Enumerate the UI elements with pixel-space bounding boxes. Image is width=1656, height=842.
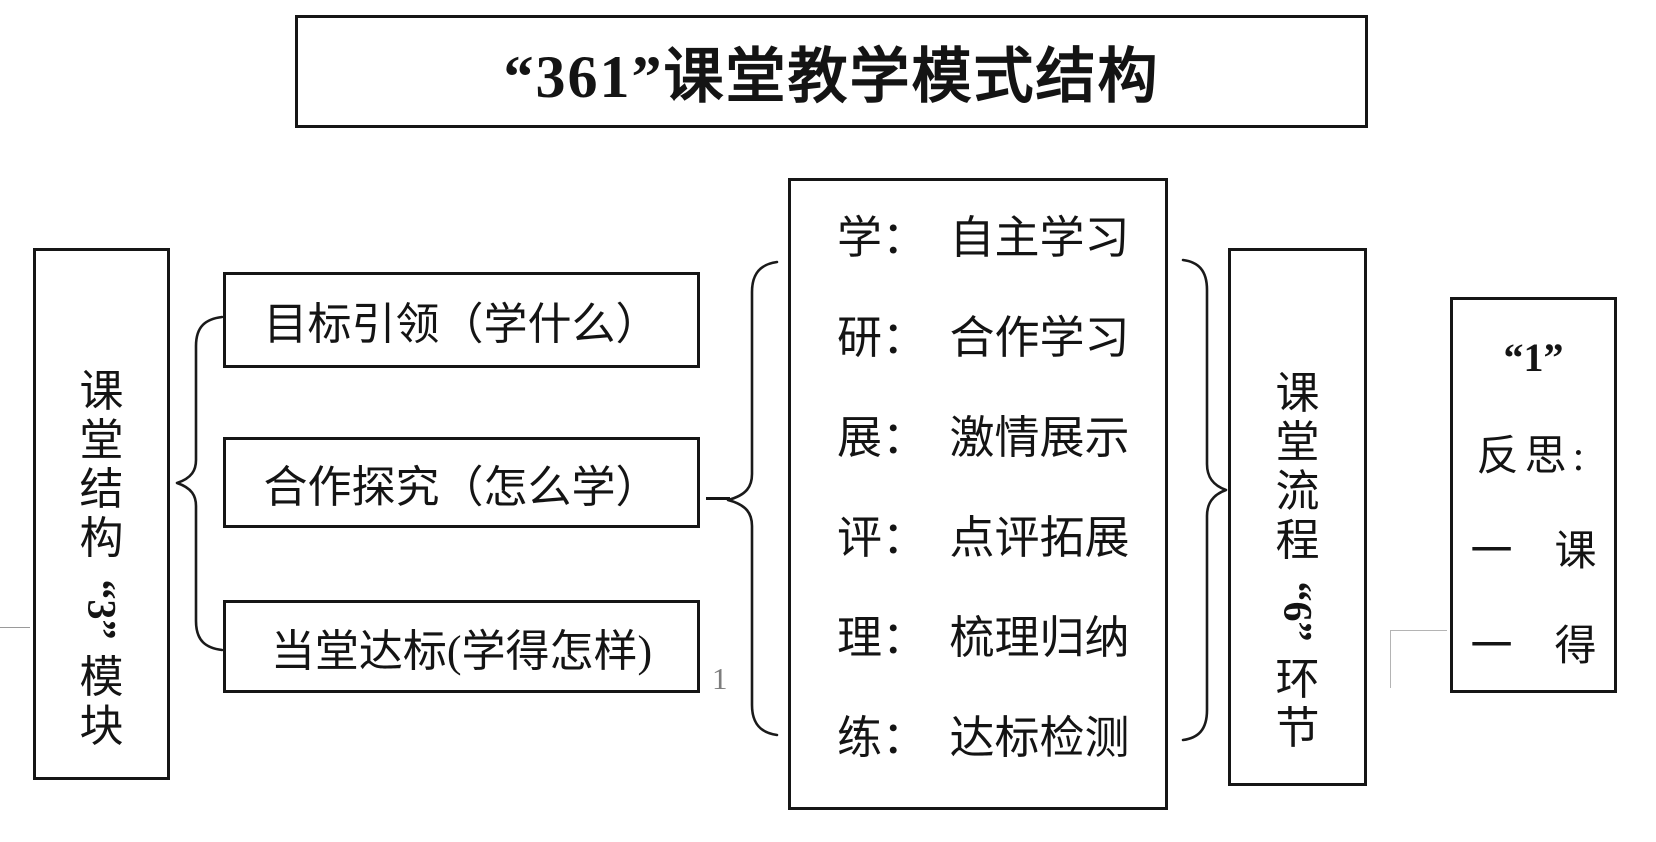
- left-box-char: 块: [79, 702, 124, 751]
- left-brace: [175, 315, 224, 652]
- right-box-char: 节: [1275, 704, 1320, 753]
- reflection-box: “1” 反思: 一 课 一 得: [1450, 297, 1617, 693]
- process-item: 展： 激情展示: [837, 412, 1130, 463]
- left-box-char: 构: [79, 514, 124, 563]
- anchor-corner-mark: [1390, 630, 1447, 631]
- left-box-char: 课: [79, 367, 124, 416]
- module-box-label: 当堂达标(学得怎样): [270, 626, 653, 676]
- left-box-char: 模: [79, 653, 124, 702]
- module-box-assess: 当堂达标(学得怎样): [223, 600, 700, 693]
- right-box-char: 环: [1275, 655, 1320, 704]
- page-title: “361”课堂教学模式结构: [503, 44, 1160, 110]
- center-left-brace: [726, 260, 779, 737]
- reflection-line: 一 得: [1470, 624, 1597, 670]
- classroom-flow-box: 课 堂 流 程 “6” 环 节: [1228, 248, 1367, 786]
- process-box: 学： 自主学习 研： 合作学习 展： 激情展示 评： 点评拓展 理： 梳理归纳 …: [788, 178, 1168, 810]
- module-box-cooperate: 合作探究（怎么学）: [223, 437, 700, 528]
- module-box-label: 目标引领（学什么）: [263, 300, 660, 349]
- reflection-line: 反思:: [1476, 434, 1591, 480]
- left-box-char: 结: [79, 465, 124, 514]
- process-item: 练： 达标检测: [837, 712, 1130, 763]
- right-box-char: 课: [1275, 369, 1320, 418]
- left-box-number: “3”: [79, 579, 124, 639]
- right-box-char: 流: [1275, 467, 1320, 516]
- classroom-structure-box: 课 堂 结 构 “3” 模 块: [33, 248, 170, 780]
- reflection-line: “1”: [1503, 335, 1564, 380]
- page-number: 1: [712, 661, 728, 696]
- process-item: 评： 点评拓展: [837, 512, 1130, 563]
- process-item: 研： 合作学习: [837, 312, 1130, 363]
- connector-line: [706, 497, 730, 500]
- title-box: “361”课堂教学模式结构: [295, 15, 1368, 128]
- module-box-label: 合作探究（怎么学）: [263, 462, 660, 512]
- module-box-goal: 目标引领（学什么）: [223, 272, 700, 368]
- left-margin-mark: [0, 627, 30, 628]
- anchor-corner-mark: [1390, 630, 1391, 688]
- left-box-char: 堂: [79, 416, 124, 465]
- process-item: 学： 自主学习: [837, 212, 1130, 263]
- right-box-char: 堂: [1275, 418, 1320, 467]
- right-box-number: “6”: [1275, 581, 1320, 641]
- process-item: 理： 梳理归纳: [837, 612, 1130, 663]
- right-box-char: 程: [1275, 516, 1320, 565]
- center-right-brace: [1181, 258, 1228, 742]
- reflection-line: 一 课: [1470, 529, 1597, 575]
